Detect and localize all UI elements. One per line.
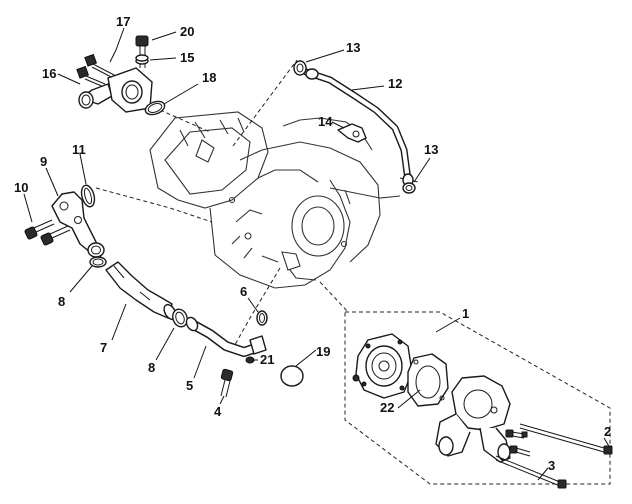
water-pipe-5 [185,316,267,357]
callout-5: 5 [186,378,193,393]
callout-16: 16 [42,66,56,81]
callout-9: 9 [40,154,47,169]
thermostat-cover-9 [51,191,105,258]
o-ring-6 [256,310,268,326]
callout-18: 18 [202,70,216,85]
callout-8-left: 8 [58,294,65,309]
bolt-3 [495,455,567,489]
o-ring-18 [144,100,166,116]
callout-7: 7 [100,340,107,355]
callout-2: 2 [604,424,611,439]
callout-13-top: 13 [346,40,360,55]
gasket-22 [407,353,449,407]
callout-6: 6 [240,284,247,299]
water-pipe-12 [302,68,414,187]
pump-housing [435,375,511,463]
callout-4: 4 [214,404,222,419]
leader-lines [23,27,611,481]
clip-14 [337,123,367,143]
bolt-16 [76,65,106,88]
bolt-17 [84,53,117,80]
callout-3: 3 [548,458,555,473]
radiator-hose-7 [105,261,177,321]
callout-19: 19 [316,344,330,359]
pump-bolt-upper [505,429,528,439]
callout-labels: 17 20 15 16 18 13 12 14 13 9 11 10 8 7 8… [14,14,611,473]
o-ring-19 [280,365,304,387]
water-pump-assembly-box-1 [344,311,611,485]
clamp-8-left [89,256,107,268]
o-ring-11 [80,184,96,208]
washer-15 [135,54,149,65]
callout-17: 17 [116,14,130,29]
bolt-2 [519,423,613,455]
callout-20: 20 [180,24,194,39]
callout-13-bottom: 13 [424,142,438,157]
pump-bolt-lower [509,445,531,457]
clamp-8-right [172,308,188,328]
callout-1: 1 [462,306,469,321]
callout-12: 12 [388,76,402,91]
callout-14: 14 [318,114,333,129]
clamp-13-top [293,60,307,76]
callout-10: 10 [14,180,28,195]
callout-22: 22 [380,400,394,415]
thermostat-housing-16 [78,67,153,113]
bolt-10-a [24,219,55,240]
pump-cover-plate [352,333,413,399]
clamp-13-bottom [402,182,416,194]
bolt-10-b [40,225,71,246]
callout-15: 15 [180,50,194,65]
bolt-4 [220,368,234,398]
callout-11: 11 [72,142,86,157]
callout-21: 21 [260,352,274,367]
callout-8-right: 8 [148,360,155,375]
